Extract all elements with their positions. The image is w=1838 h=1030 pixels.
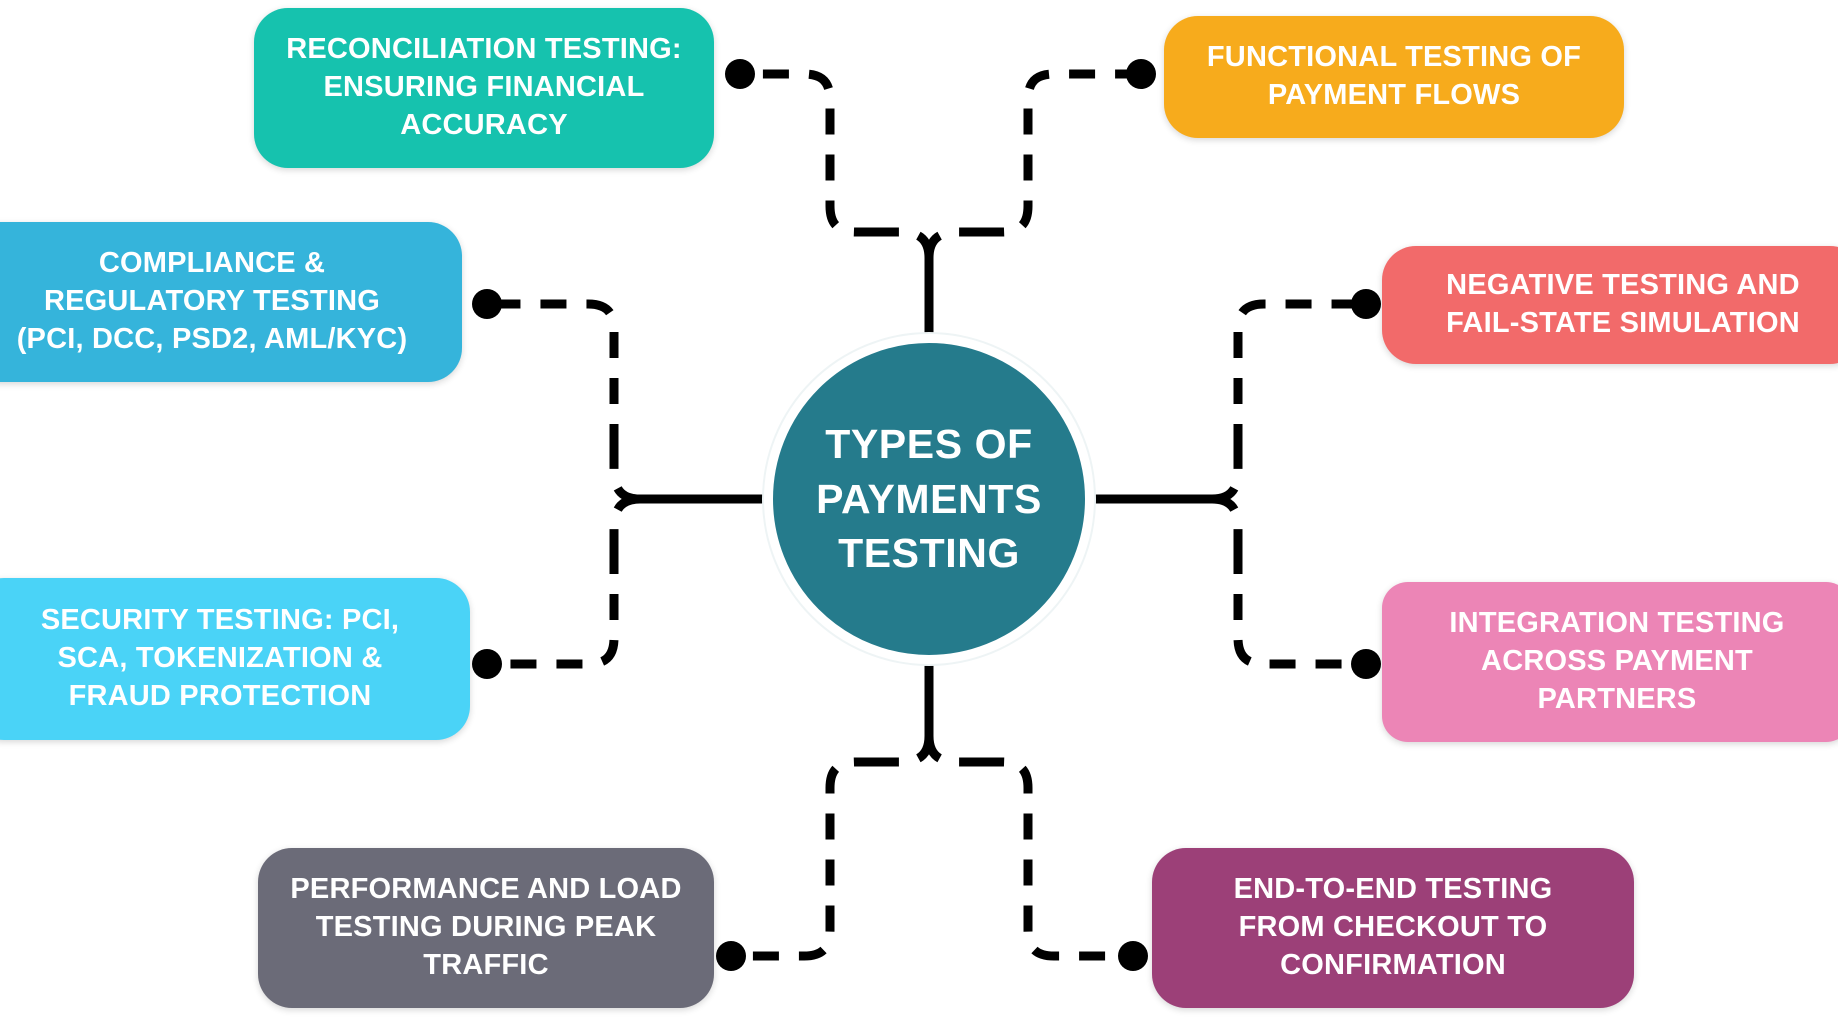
branch-node-compliance[interactable]: COMPLIANCE & REGULATORY TESTING (PCI, DC… [0, 222, 462, 382]
connector-dot [1118, 941, 1148, 971]
branch-label-integration: INTEGRATION TESTING ACROSS PAYMENT PARTN… [1449, 607, 1785, 715]
connector-dot [1351, 649, 1381, 679]
connector-dot [725, 59, 755, 89]
branch-label-end-to-end: END-TO-END TESTING FROM CHECKOUT TO CONF… [1233, 873, 1553, 981]
branch-label-compliance: COMPLIANCE & REGULATORY TESTING (PCI, DC… [16, 247, 408, 355]
branch-node-end-to-end[interactable]: END-TO-END TESTING FROM CHECKOUT TO CONF… [1152, 848, 1634, 1008]
connector-dot [472, 649, 502, 679]
branch-label-performance: PERFORMANCE AND LOAD TESTING DURING PEAK… [290, 873, 682, 981]
branch-node-reconciliation[interactable]: RECONCILIATION TESTING: ENSURING FINANCI… [254, 8, 714, 168]
branch-label-functional: FUNCTIONAL TESTING OF PAYMENT FLOWS [1206, 41, 1582, 111]
connector-dot [472, 289, 502, 319]
branch-label-negative: NEGATIVE TESTING AND FAIL-STATE SIMULATI… [1446, 269, 1800, 339]
branch-node-performance[interactable]: PERFORMANCE AND LOAD TESTING DURING PEAK… [258, 848, 714, 1008]
center-hub[interactable]: TYPES OF PAYMENTS TESTING [764, 334, 1094, 664]
branch-node-integration[interactable]: INTEGRATION TESTING ACROSS PAYMENT PARTN… [1382, 582, 1838, 742]
center-hub-label: TYPES OF PAYMENTS TESTING [816, 421, 1042, 577]
branch-label-security: SECURITY TESTING: PCI, SCA, TOKENIZATION… [40, 604, 400, 712]
branch-node-security[interactable]: SECURITY TESTING: PCI, SCA, TOKENIZATION… [0, 578, 470, 740]
connector-dot [716, 941, 746, 971]
connector-dot [1351, 289, 1381, 319]
connector-dot [1126, 59, 1156, 89]
branch-node-negative[interactable]: NEGATIVE TESTING AND FAIL-STATE SIMULATI… [1382, 246, 1838, 364]
branch-node-functional[interactable]: FUNCTIONAL TESTING OF PAYMENT FLOWS [1164, 16, 1624, 138]
branch-label-reconciliation: RECONCILIATION TESTING: ENSURING FINANCI… [286, 33, 682, 141]
